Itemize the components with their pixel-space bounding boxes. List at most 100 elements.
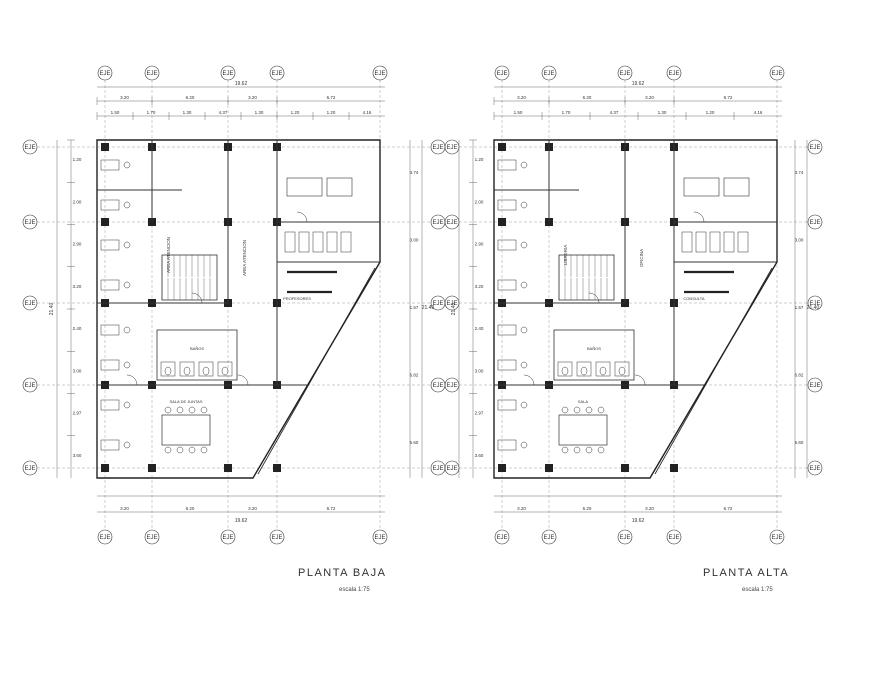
chair xyxy=(164,446,172,454)
structural-column xyxy=(670,464,678,472)
left-dimension-label: 2.00 xyxy=(475,199,484,204)
axis-tag-label: EJE xyxy=(222,71,233,77)
partition-cubicle xyxy=(695,231,707,253)
toilet-stall xyxy=(179,361,195,377)
axis-tag-label: EJE xyxy=(496,71,507,77)
axis-tag-label: EJE xyxy=(146,71,157,77)
left-dimension-label: 3.00 xyxy=(73,368,82,373)
axis-tag-label: EJE xyxy=(99,71,110,77)
structural-column xyxy=(273,464,281,472)
chair xyxy=(520,441,528,449)
top-dimension-label: 6.20 xyxy=(583,95,592,100)
top-dimension-label: 3.20 xyxy=(248,95,257,100)
structural-column xyxy=(545,464,553,472)
room-label: BAÑOS xyxy=(190,346,204,351)
axis-tag-label: EJE xyxy=(271,535,282,541)
toilet-stall xyxy=(614,361,630,377)
axis-bubble-right xyxy=(807,460,823,476)
structural-column xyxy=(498,464,506,472)
left-dimension-label: 3.20 xyxy=(73,284,82,289)
stair-outline xyxy=(161,254,218,301)
chair xyxy=(123,401,131,409)
restroom-block xyxy=(156,329,238,381)
structural-column xyxy=(101,464,109,472)
partition-cubicle xyxy=(298,231,310,253)
exterior-wall xyxy=(493,139,778,479)
chair xyxy=(573,406,581,414)
right-dimension-label: 5.60 xyxy=(410,440,419,445)
structural-column xyxy=(148,464,156,472)
left-total-label: 21.40 xyxy=(49,303,55,316)
axis-tag-label: EJE xyxy=(432,383,443,389)
desk xyxy=(497,359,517,371)
axis-tag-label: EJE xyxy=(446,301,457,307)
room-label: CONSULTA xyxy=(683,296,705,301)
chair xyxy=(520,201,528,209)
partition-cubicle xyxy=(681,231,693,253)
axis-bubble-bottom xyxy=(494,529,510,545)
right-total-label: 21.40 xyxy=(807,305,820,311)
desk xyxy=(100,399,120,411)
structural-column xyxy=(101,218,109,226)
door-swing xyxy=(523,374,535,386)
toilet-fixture xyxy=(183,366,191,376)
axis-tag-label: EJE xyxy=(24,145,35,151)
left-dimension-label: 1.20 xyxy=(475,157,484,162)
right-dimension-label: 5.60 xyxy=(795,440,804,445)
desk xyxy=(100,279,120,291)
upper-dimension-label: 4.37 xyxy=(610,110,619,115)
desk xyxy=(497,159,517,171)
meeting-table xyxy=(558,414,608,446)
desk xyxy=(100,439,120,451)
chair xyxy=(561,406,569,414)
top-dimension-label: 3.20 xyxy=(120,95,129,100)
plan-title-alta: PLANTA ALTA xyxy=(703,567,790,579)
axis-tag-label: EJE xyxy=(809,383,820,389)
right-dimension-label: 1.57 xyxy=(795,305,804,310)
desk xyxy=(497,199,517,211)
axis-bubble-bottom xyxy=(269,529,285,545)
axis-bubble-bottom xyxy=(97,529,113,545)
room-label: AREA ATENCION xyxy=(242,240,247,276)
axis-tag-label: EJE xyxy=(771,71,782,77)
partition-cubicle xyxy=(284,231,296,253)
upper-dimension-label: 1.70 xyxy=(562,110,571,115)
desk xyxy=(100,324,120,336)
chair xyxy=(123,326,131,334)
chair xyxy=(520,281,528,289)
bottom-dimension-label: 6.20 xyxy=(186,506,195,511)
left-dimension-label: 3.20 xyxy=(475,284,484,289)
toilet-stall xyxy=(557,361,573,377)
upper-dimension-label: 1.50 xyxy=(111,110,120,115)
bottom-total-label: 19.62 xyxy=(632,518,645,524)
room-label: PROFESORES xyxy=(283,296,311,301)
chair xyxy=(188,446,196,454)
axis-tag-label: EJE xyxy=(809,466,820,472)
meeting-table xyxy=(161,414,211,446)
right-dimension-label: 1.57 xyxy=(410,305,419,310)
axis-bubble-right xyxy=(807,295,823,311)
door-swing xyxy=(634,374,646,386)
chair xyxy=(520,361,528,369)
axis-tag-label: EJE xyxy=(271,71,282,77)
toilet-stall xyxy=(576,361,592,377)
axis-tag-label: EJE xyxy=(146,535,157,541)
chair xyxy=(597,406,605,414)
upper-dimension-label: 1.20 xyxy=(706,110,715,115)
left-dimension-label: 2.97 xyxy=(73,411,82,416)
top-dimension-label: 3.20 xyxy=(517,95,526,100)
structural-column xyxy=(101,143,109,151)
room-label: OFICINA xyxy=(639,249,644,267)
axis-bubble-right xyxy=(807,214,823,230)
axis-tag-label: EJE xyxy=(543,535,554,541)
axis-bubble-right xyxy=(807,139,823,155)
exterior-wall xyxy=(96,139,381,479)
toilet-fixture xyxy=(221,366,229,376)
top-dimension-label: 3.20 xyxy=(645,95,654,100)
desk xyxy=(100,159,120,171)
toilet-fixture xyxy=(202,366,210,376)
toilet-fixture xyxy=(618,366,626,376)
axis-bubble-bottom xyxy=(617,529,633,545)
